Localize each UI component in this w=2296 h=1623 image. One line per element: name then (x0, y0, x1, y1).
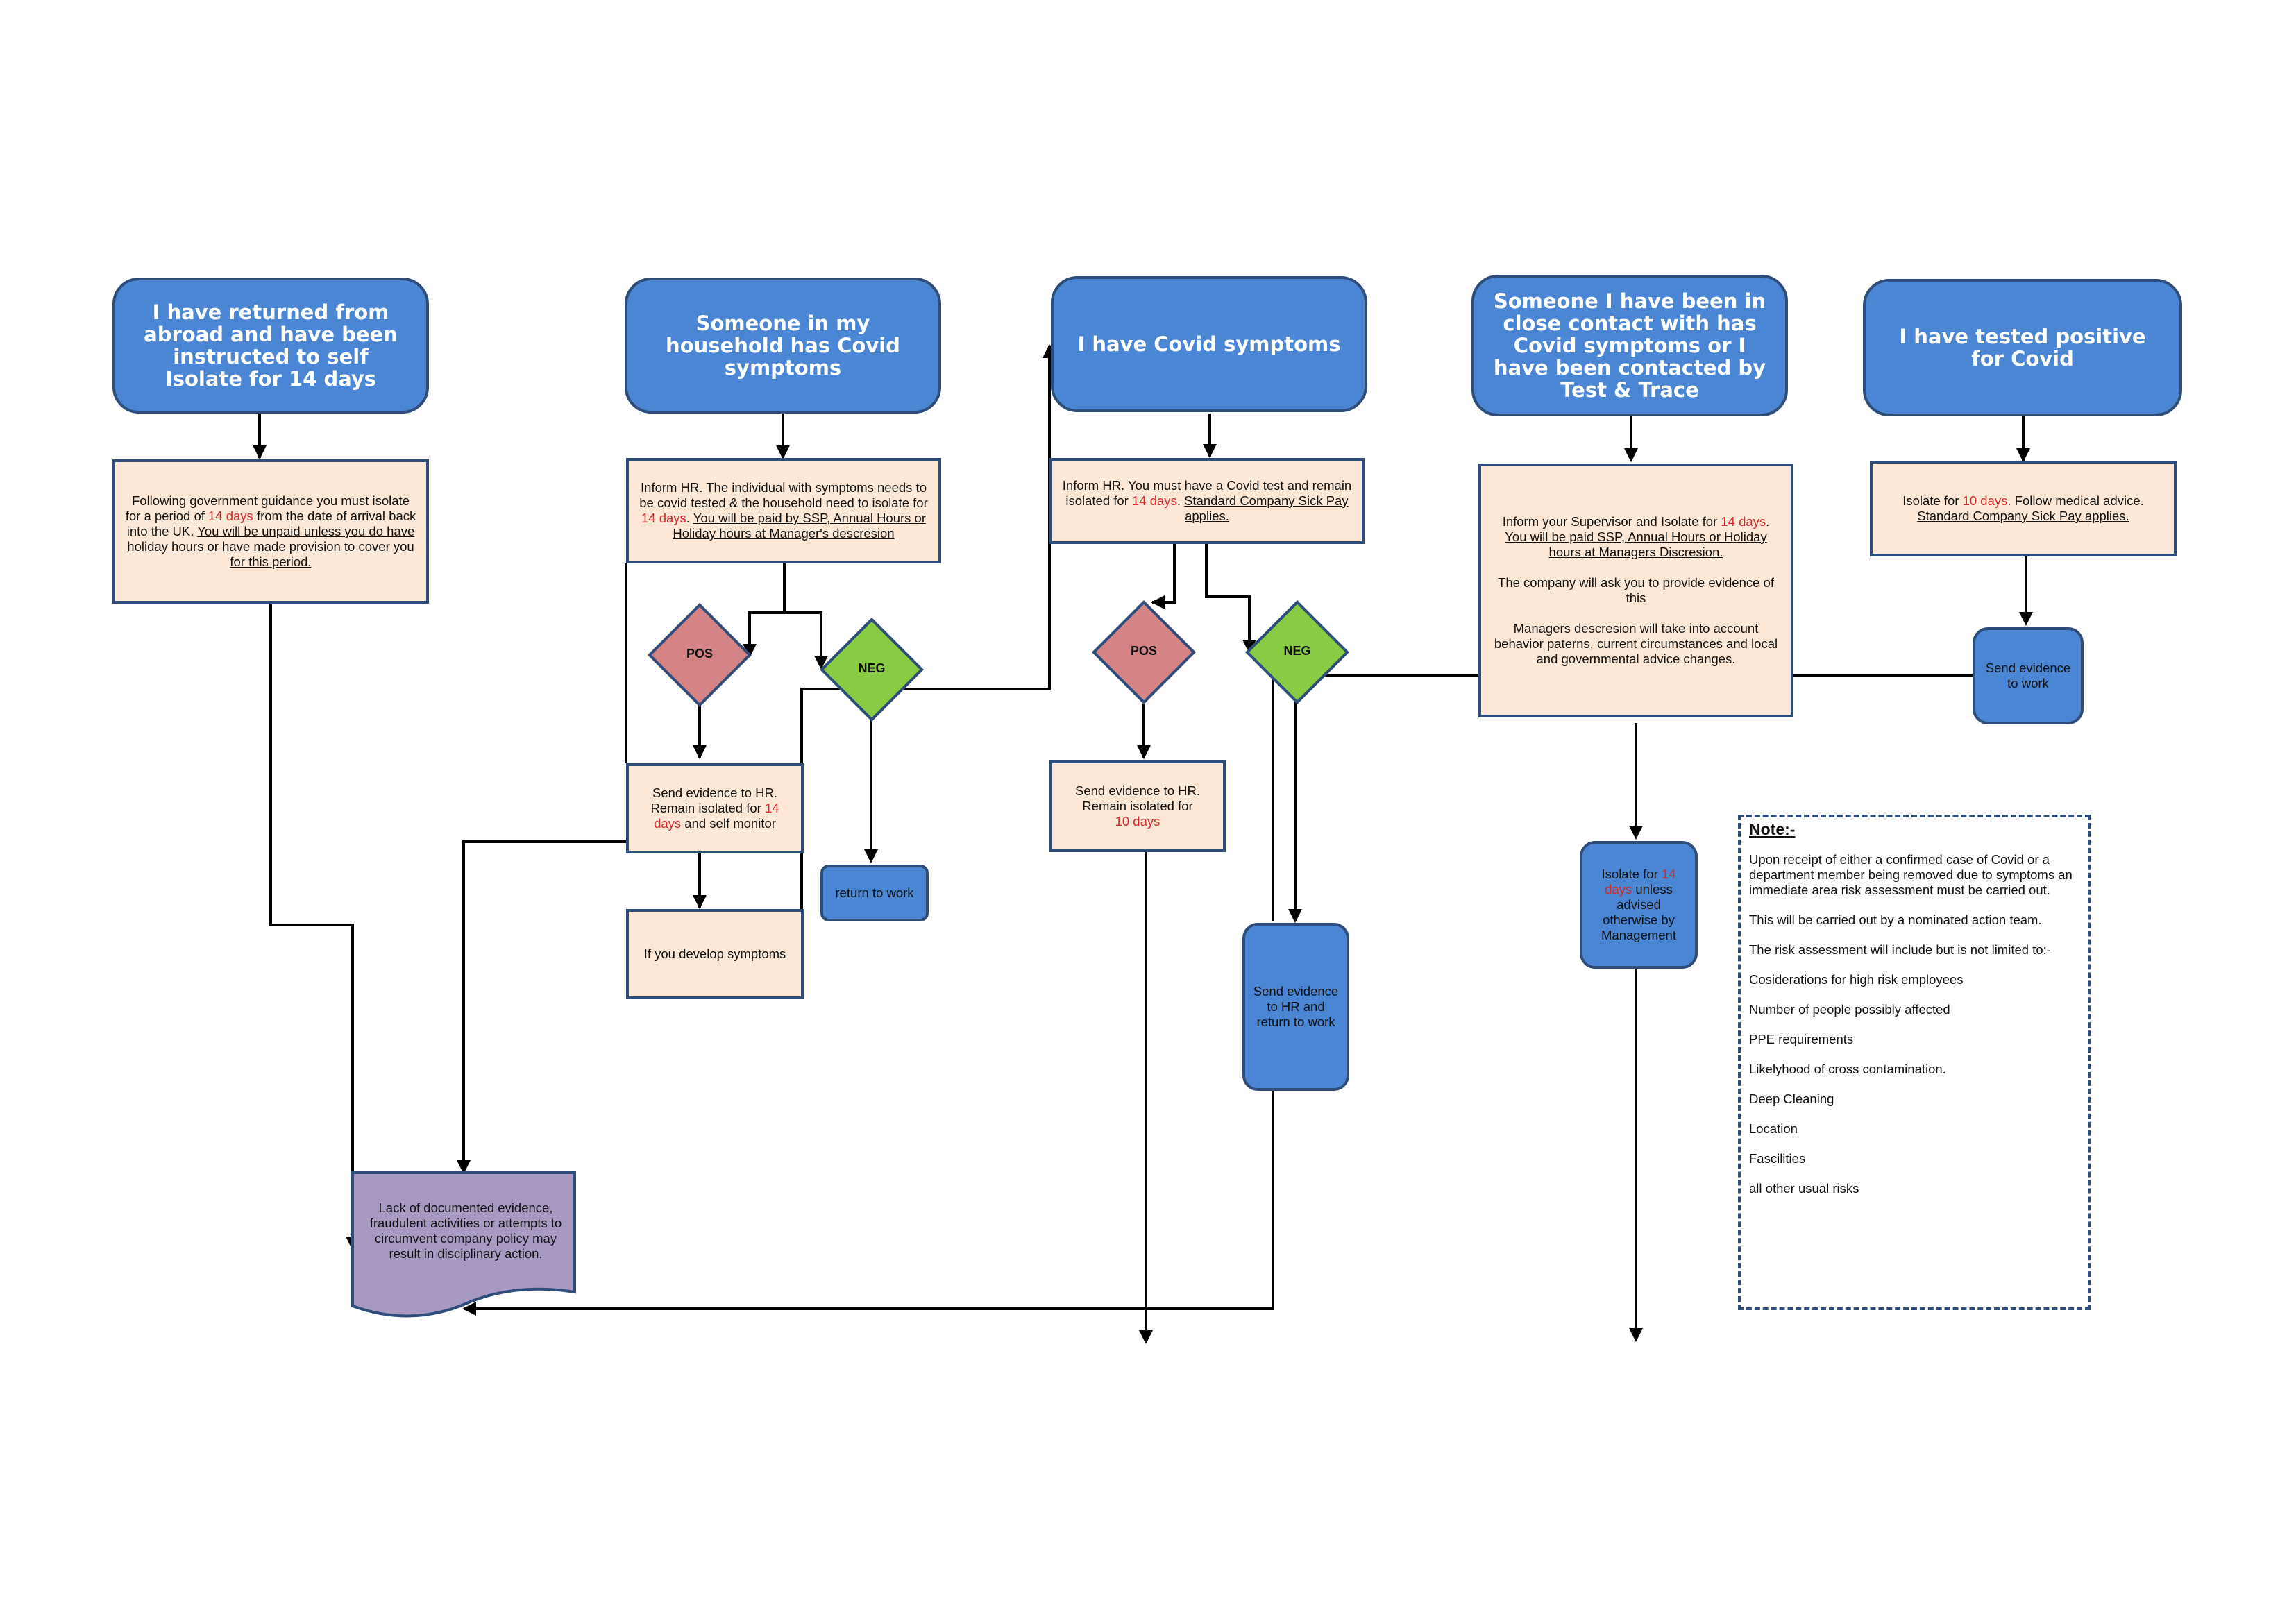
header-household-label: Someone in my household has Covid sympto… (666, 312, 900, 380)
line-symptoms-pos (1151, 544, 1176, 609)
text-segment: from the date of arrival back into the U… (126, 509, 416, 538)
header-tested-positive-label: I have tested positive for Covid (1899, 325, 2146, 371)
underlined-text: Standard Company Sick Pay applies. (1917, 509, 2129, 523)
underlined-text: You will be paid SSP, Annual Hours or Ho… (1505, 529, 1767, 559)
action-isolate-14-text: Isolate for 14 days unless advised other… (1589, 867, 1688, 943)
action-return-to-work: return to work (820, 865, 929, 921)
header-tested-positive: I have tested positive for Covid (1863, 279, 2182, 416)
note-paragraph: Fascilities (1749, 1151, 1806, 1166)
underlined-text: You will be unpaid unless you do have ho… (127, 524, 415, 569)
text-segment: Send evidence to HR. Remain isolated for (650, 785, 777, 815)
box-household-text: Inform HR. The individual with symptoms … (639, 480, 929, 541)
note-paragraph: The risk assessment will include but is … (1749, 942, 2051, 957)
underlined-text: You will be paid by SSP, Annual Hours or… (673, 511, 927, 541)
text-segment: Send evidence to HR. Remain isolated for (1075, 783, 1200, 813)
action-return-to-work-label: return to work (835, 885, 914, 900)
box-household: Inform HR. The individual with symptoms … (626, 458, 941, 563)
box-symptoms: Inform HR. You must have a Covid test an… (1049, 458, 1365, 544)
diamond-symptoms-neg-label: NEG (1283, 644, 1311, 658)
text-segment: . (1176, 493, 1185, 508)
action-send-evidence-to-work: Send evidence to work (1973, 627, 2084, 724)
box-develop-symptoms-text: If you develop symptoms (643, 946, 786, 961)
action-isolate-14: Isolate for 14 days unless advised other… (1580, 841, 1698, 969)
text-segment: . (686, 511, 693, 525)
box-household-pos: Send evidence to HR. Remain isolated for… (626, 763, 804, 853)
header-symptoms-label: I have Covid symptoms (1077, 332, 1341, 356)
text-segment: and self monitor (681, 816, 776, 831)
note-paragraph: all other usual risks (1749, 1181, 1859, 1196)
header-abroad-label: I have returned from abroad and have bee… (144, 300, 398, 391)
box-abroad-text: Following government guidance you must i… (125, 493, 416, 570)
diamond-symptoms-pos-label: POS (1130, 644, 1157, 658)
diamond-household-neg-label: NEG (858, 661, 886, 675)
text-segment: Inform HR. You must have a Covid test an… (1062, 478, 1352, 508)
text-segment: unless advised otherwise by Management (1601, 882, 1676, 942)
line-send-hr-to-lack (462, 1091, 1274, 1316)
box-develop-symptoms: If you develop symptoms (626, 909, 804, 999)
text-segment: Isolate for (1601, 867, 1662, 881)
note-paragraph: Location (1749, 1121, 1798, 1136)
box-symptoms-pos: Send evidence to HR. Remain isolated for… (1049, 760, 1226, 852)
header-close-contact-label: Someone I have been in close contact wit… (1493, 289, 1766, 402)
note-box: Note:- Upon receipt of either a confirme… (1738, 815, 2091, 1310)
line-household-pos (743, 563, 786, 658)
box-tested-positive: Isolate for 10 days. Follow medical advi… (1870, 461, 2177, 556)
note-paragraph: This will be carried out by a nominated … (1749, 912, 2042, 927)
note-paragraph: PPE requirements (1749, 1032, 1854, 1046)
action-send-evidence-hr-return: Send evidence to HR and return to work (1242, 923, 1349, 1091)
note-list: Upon receipt of either a confirmed case … (1749, 852, 2079, 1196)
note-paragraph: Likelyhood of cross contamination. (1749, 1062, 1946, 1076)
box-close-contact: Inform your Supervisor and Isolate for 1… (1478, 464, 1793, 717)
text-segment: Inform your Supervisor and Isolate for (1502, 514, 1721, 529)
highlight-days: 14 days (1605, 867, 1676, 897)
box-tested-positive-text: Isolate for 10 days. Follow medical advi… (1882, 493, 2164, 524)
note-paragraph: Cosiderations for high risk employees (1749, 972, 1964, 987)
highlight-days: 14 days (208, 509, 253, 523)
text-segment: . Follow medical advice. (2007, 493, 2144, 508)
header-abroad: I have returned from abroad and have bee… (112, 278, 429, 414)
highlight-days: 14 days (1132, 493, 1177, 508)
note-paragraph: Deep Cleaning (1749, 1091, 1834, 1106)
box-symptoms-pos-text: Send evidence to HR. Remain isolated for… (1062, 783, 1213, 829)
lack-evidence-shape (351, 1171, 576, 1318)
header-household: Someone in my household has Covid sympto… (625, 278, 941, 414)
diamond-household-pos-label: POS (686, 647, 713, 661)
paragraph: Managers descresion will take into accou… (1494, 621, 1778, 666)
box-symptoms-text: Inform HR. You must have a Covid test an… (1062, 478, 1352, 524)
highlight-days: 10 days (1962, 493, 2008, 508)
paragraph: Inform your Supervisor and Isolate for 1… (1491, 514, 1781, 560)
box-household-pos-text: Send evidence to HR. Remain isolated for… (639, 785, 791, 831)
highlight-days: 14 days (641, 511, 686, 525)
text-segment: Isolate for (1902, 493, 1963, 508)
action-send-evidence-hr-return-label: Send evidence to HR and return to work (1253, 984, 1339, 1029)
header-symptoms: I have Covid symptoms (1051, 276, 1367, 412)
note-title: Note:- (1749, 820, 1796, 838)
lack-evidence-text: Lack of documented evidence, fraudulent … (369, 1200, 562, 1261)
text-segment: Following government guidance you must i… (125, 493, 410, 523)
highlight-days: 10 days (1115, 814, 1160, 829)
paragraph: The company will ask you to provide evid… (1498, 575, 1774, 605)
line-household-neg (783, 563, 828, 670)
note-paragraph: Number of people possibly affected (1749, 1002, 1950, 1017)
line-abroad-to-lack (269, 604, 360, 1250)
header-close-contact: Someone I have been in close contact wit… (1471, 275, 1788, 416)
line-symptoms-neg (1205, 544, 1256, 654)
text-segment: . (1766, 514, 1770, 529)
underlined-text: Standard Company Sick Pay applies. (1184, 493, 1349, 523)
box-abroad: Following government guidance you must i… (112, 459, 429, 604)
box-close-contact-text: Inform your Supervisor and Isolate for 1… (1491, 514, 1781, 667)
note-paragraph: Upon receipt of either a confirmed case … (1749, 852, 2073, 897)
highlight-days: 14 days (1721, 514, 1766, 529)
action-send-evidence-to-work-label: Send evidence to work (1985, 661, 2071, 690)
text-segment: Inform HR. The individual with symptoms … (639, 480, 928, 510)
highlight-days: 14 days (654, 801, 779, 831)
line-send-to-lack (457, 840, 626, 1174)
